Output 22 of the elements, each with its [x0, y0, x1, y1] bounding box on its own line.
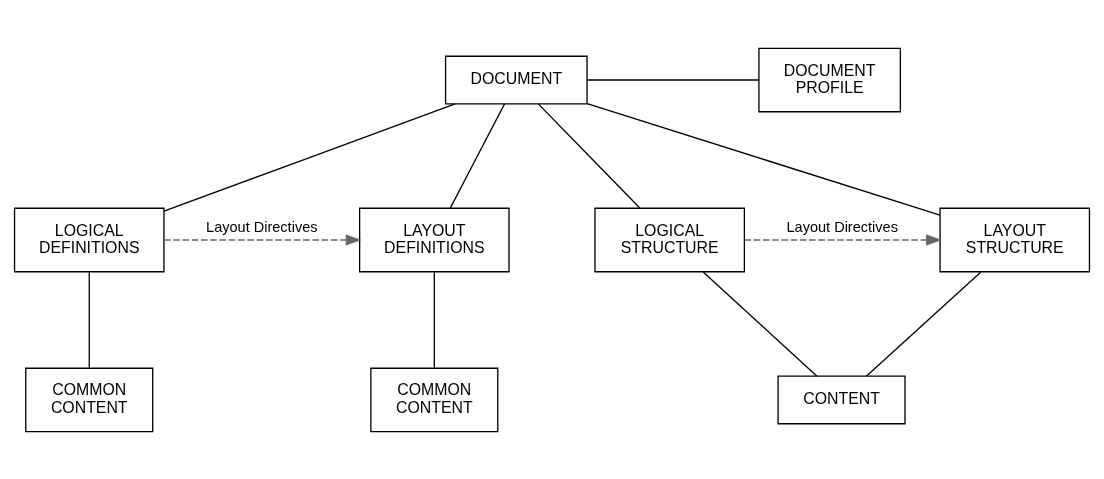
node-box: COMMON CONTENT [25, 367, 154, 432]
node-box: DOCUMENT [444, 55, 588, 104]
connector [163, 102, 456, 212]
arrow [743, 233, 942, 246]
node-box: LOGICAL STRUCTURE [594, 207, 746, 272]
node-box: COMMON CONTENT [370, 367, 499, 432]
node-box: LOGICAL DEFINITIONS [13, 207, 165, 272]
edge-label: Layout Directives [206, 218, 318, 235]
connector [449, 102, 506, 209]
connector [88, 270, 90, 369]
connector [433, 270, 435, 369]
arrow [163, 233, 362, 246]
connector [586, 78, 760, 81]
edge-label: Layout Directives [786, 218, 898, 235]
node-box: CONTENT [777, 375, 906, 424]
connector [537, 102, 641, 209]
node-box: LAYOUT DEFINITIONS [358, 207, 510, 272]
connector [586, 102, 941, 216]
connector [865, 270, 982, 377]
node-box: DOCUMENT PROFILE [758, 47, 902, 112]
node-box: LAYOUT STRUCTURE [939, 207, 1091, 272]
connector [702, 270, 818, 377]
